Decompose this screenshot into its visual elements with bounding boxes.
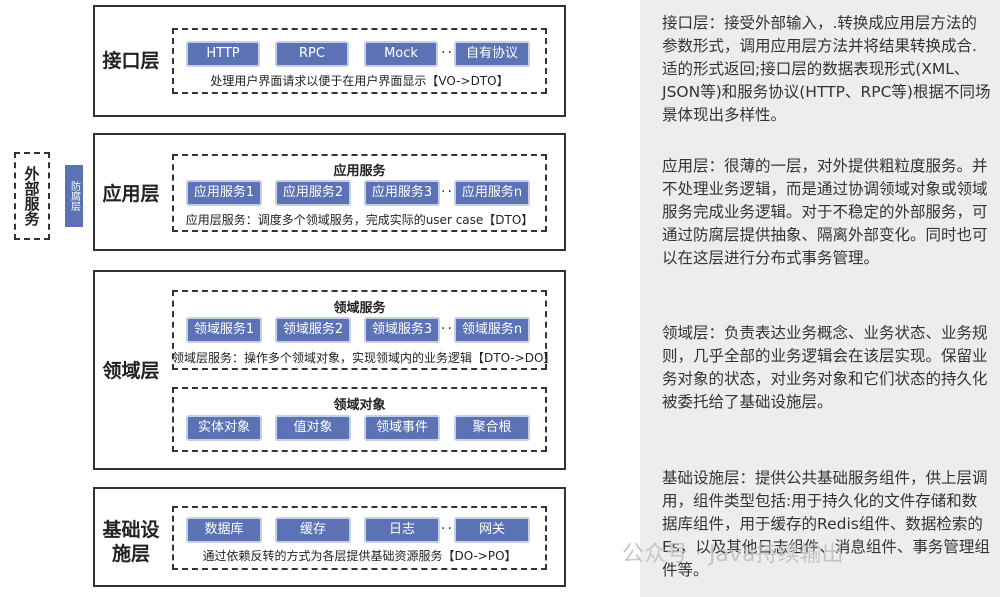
chip-cache: 缓存 (277, 519, 349, 541)
chip-domain-service-n: 领域服务n (456, 319, 528, 341)
chip-http: HTTP (188, 43, 258, 65)
application-caption: 应用层服务：调度多个领域服务，完成实际的user case【DTO】 (185, 213, 534, 227)
interface-protocols-box (172, 28, 547, 94)
chip-aggregate-root: 聚合根 (456, 417, 528, 439)
interface-description: 接口层：接受外部输入，.转换成应用层方法的参数形式，调用应用层方法并将结果转换成… (662, 14, 991, 124)
chip-app-service-2: 应用服务2 (277, 182, 349, 204)
infrastructure-ellipsis: ... (441, 517, 461, 533)
application-description: 应用层：很薄的一层，对外提供粗粒度服务。并不处理业务逻辑，而是通过协调领域对象或… (662, 157, 988, 267)
watermark: 公众号 · Java持续输出 (622, 542, 844, 567)
interface-caption: 处理用户界面请求以便于在用户界面显示【VO->DTO】 (210, 74, 509, 88)
infrastructure-caption: 通过依赖反转的方式为各层提供基础资源服务【DO->PO】 (202, 549, 517, 563)
domain-services-caption: 领域层服务：操作多个领域对象，实现领域内的业务逻辑【DTO->DO】 (172, 351, 556, 365)
chip-domain-event: 领域事件 (366, 417, 438, 439)
infrastructure-layer-title: 基础设施层 (96, 518, 166, 566)
chip-entity: 实体对象 (188, 417, 260, 439)
external-service-label: 外部服务 (22, 166, 41, 226)
infrastructure-layer-title-text: 基础设施层 (102, 519, 160, 565)
application-services-box (172, 154, 547, 232)
chip-log: 日志 (366, 519, 438, 541)
chip-rpc: RPC (277, 43, 347, 65)
domain-layer-title: 领域层 (102, 360, 160, 382)
description-panel (640, 0, 1000, 597)
application-layer-title: 应用层 (102, 183, 160, 205)
external-service-box (14, 152, 50, 240)
chip-domain-service-3: 领域服务3 (366, 319, 438, 341)
domain-objects-box (172, 387, 547, 452)
interface-layer-title: 接口层 (102, 50, 160, 72)
application-services-heading: 应用服务 (333, 164, 386, 179)
interface-ellipsis: ... (441, 41, 461, 57)
chip-mock: Mock (366, 43, 436, 65)
chip-database: 数据库 (188, 519, 260, 541)
chip-gateway: 网关 (456, 519, 528, 541)
domain-services-box (172, 290, 547, 370)
domain-ellipsis: ... (441, 317, 461, 333)
chip-domain-service-2: 领域服务2 (277, 319, 349, 341)
infrastructure-resources-box (172, 506, 547, 570)
domain-services-heading: 领域服务 (333, 301, 386, 316)
infrastructure-description: 基础设施层：提供公共基础服务组件，供上层调用，组件类型包括:用于持久化的文件存储… (662, 469, 990, 579)
application-ellipsis: ... (441, 180, 461, 196)
chip-app-service-3: 应用服务3 (366, 182, 438, 204)
domain-description: 领域层：负责表达业务概念、业务状态、业务规则，几乎全部的业务逻辑会在该层实现。保… (662, 324, 988, 411)
domain-objects-heading: 领域对象 (333, 398, 386, 413)
chip-value-object: 值对象 (277, 417, 349, 439)
chip-app-service-1: 应用服务1 (188, 182, 260, 204)
chip-domain-service-1: 领域服务1 (188, 319, 260, 341)
chip-app-service-n: 应用服务n (456, 182, 528, 204)
anti-corruption-layer: 防腐层 (65, 165, 83, 227)
chip-custom-protocol: 自有协议 (456, 43, 528, 65)
